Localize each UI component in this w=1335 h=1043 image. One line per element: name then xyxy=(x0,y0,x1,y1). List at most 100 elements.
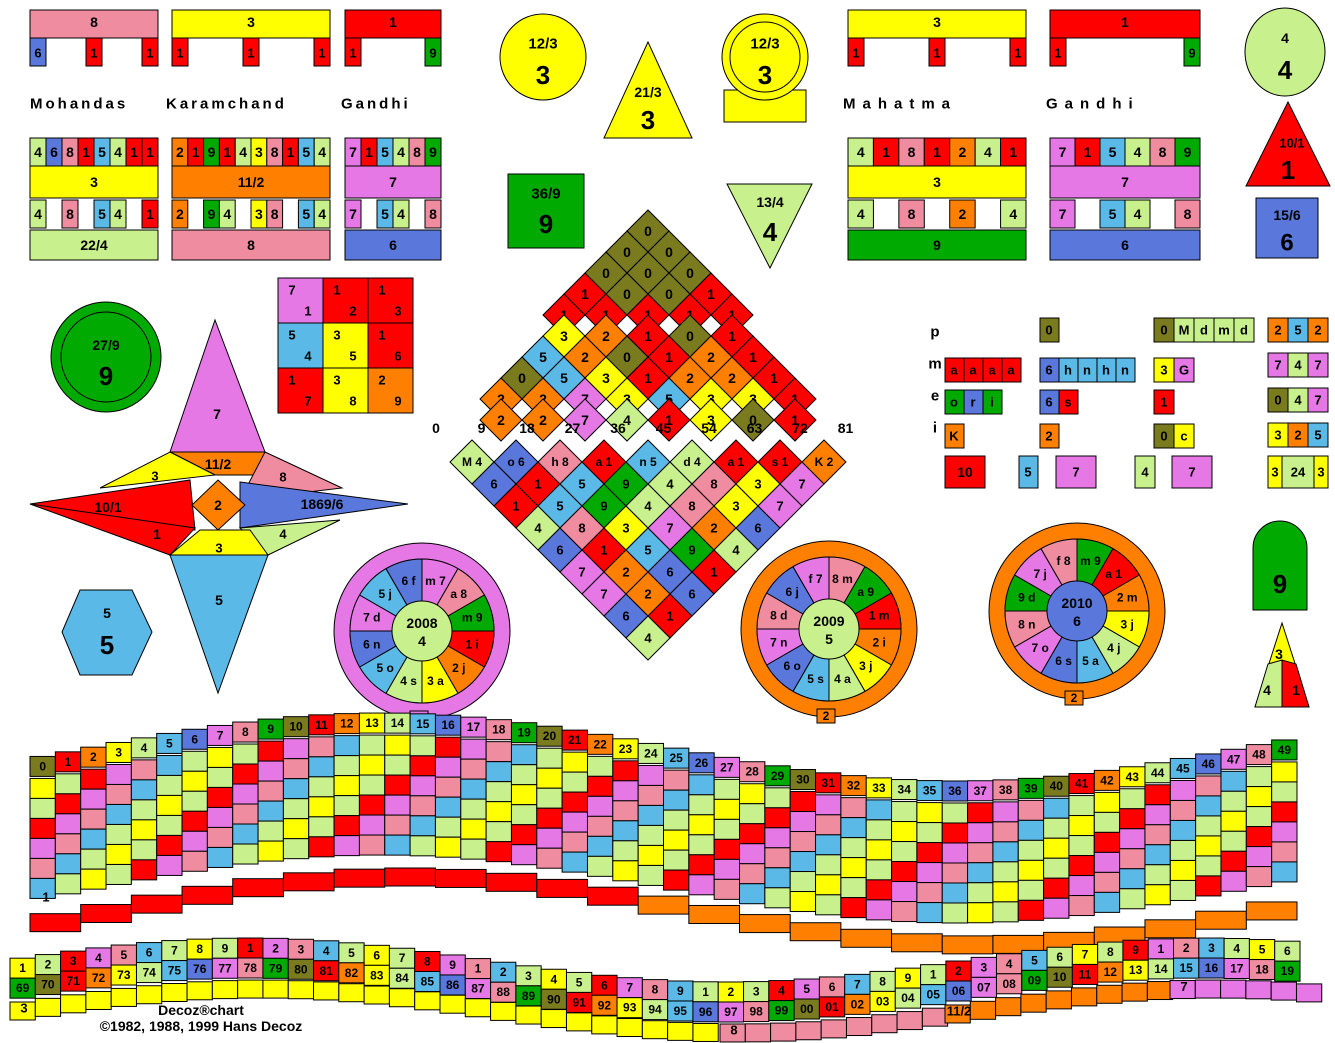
star-bottom xyxy=(170,555,268,693)
wave2-year-label: 18 xyxy=(1255,963,1269,977)
wave1-body-cell xyxy=(740,804,765,824)
pyramid-label: 1 xyxy=(707,286,715,302)
grid-bottom: 9 xyxy=(394,394,401,409)
wave1-body-cell xyxy=(638,805,663,825)
wave1-body-cell xyxy=(562,832,587,852)
wave2-base xyxy=(491,1002,516,1020)
diamond-label: 7 xyxy=(776,499,783,514)
wave1-header-label: 37 xyxy=(974,784,988,798)
plane-label: i xyxy=(933,420,937,437)
wave2-year-label: 80 xyxy=(294,962,308,976)
name-0-leg-label: 1 xyxy=(146,46,153,61)
wave2-base xyxy=(970,1001,995,1019)
wave2-top-label: 3 xyxy=(980,960,987,974)
wave2-top-label: 9 xyxy=(677,984,684,998)
wheel-segment-label: 2 j xyxy=(452,661,465,675)
wave2-year-label: 01 xyxy=(825,1000,839,1014)
wave2-top-label: 2 xyxy=(955,964,962,978)
wave2-base xyxy=(796,1022,821,1040)
wave1-body-cell xyxy=(511,845,536,865)
wave1-body-cell xyxy=(866,820,891,840)
wheel-segment-label: 5 s xyxy=(807,672,824,686)
wheel-segment-label: 4 j xyxy=(1107,641,1120,655)
wave1-body-cell xyxy=(765,828,790,848)
wave1-body-cell xyxy=(1272,842,1297,862)
plane-col3-label: m xyxy=(1218,323,1230,338)
wave1-body-cell xyxy=(1221,831,1246,851)
wheel-sum: 6 xyxy=(1073,613,1081,629)
star-upper-left-label: 3 xyxy=(151,469,158,484)
name-0-leg-label: 1 xyxy=(90,46,97,61)
plane-col3-label: 3 xyxy=(1160,363,1167,378)
wave1-body-cell xyxy=(841,878,866,898)
wave1-header-label: 2 xyxy=(90,750,97,764)
grid-cell xyxy=(368,323,413,368)
wave1-body-cell xyxy=(613,761,638,781)
wave2-top-label: 4 xyxy=(1233,941,1240,955)
wave1-body-cell xyxy=(1272,862,1297,882)
wheel-segment-label: f 7 xyxy=(809,572,823,586)
wave1-body-cell xyxy=(81,829,106,849)
wave1-body-cell xyxy=(816,815,841,835)
name-4-cons-label: 4 xyxy=(1134,206,1142,222)
plane-col4-label: 5 xyxy=(1314,428,1321,443)
wave2-base xyxy=(415,992,440,1010)
wheel-segment-label: 3 j xyxy=(859,659,872,673)
wave1-header-label: 38 xyxy=(999,783,1013,797)
wave1-header-label: 32 xyxy=(847,779,861,793)
name-2-digit-label: 5 xyxy=(381,144,389,160)
wave1-base xyxy=(283,873,334,891)
grid-cell xyxy=(278,368,323,413)
pyramid-label: 1 xyxy=(770,370,778,386)
wave1-body-cell xyxy=(638,785,663,805)
wheel-segment-label: 1 m xyxy=(869,609,890,623)
name-1-cons-label: 8 xyxy=(271,206,279,222)
wave1-body-cell xyxy=(30,858,55,878)
wave1-body-cell xyxy=(917,863,942,883)
name-1-digit-label: 5 xyxy=(302,144,310,160)
wave1-header-label: 41 xyxy=(1075,777,1089,791)
wheel-segment-label: 4 s xyxy=(400,674,417,688)
wave1-body-cell xyxy=(740,844,765,864)
wave1-body-cell xyxy=(435,757,460,777)
name-4-cons-label: 5 xyxy=(1109,206,1117,222)
wave1-body-cell xyxy=(309,737,334,757)
grid-top: 3 xyxy=(333,328,340,343)
wave1-body-cell xyxy=(1170,800,1195,820)
name-3-digit-label: 1 xyxy=(933,144,941,160)
wheel-segment-label: 6 o xyxy=(784,659,801,673)
name-3-leg-label: 1 xyxy=(1014,46,1021,61)
wave1-body-cell xyxy=(182,811,207,831)
diamond-label: 7 xyxy=(798,477,805,492)
name-1-digit-label: 3 xyxy=(255,144,263,160)
wave1-body-cell xyxy=(359,815,384,835)
wave1-body-cell xyxy=(157,775,182,795)
name-3-cons-label: 4 xyxy=(1009,206,1017,222)
name-1-word: Karamchand xyxy=(166,96,287,113)
wave2-top-label: 4 xyxy=(323,944,330,958)
plane-e-label: i xyxy=(990,395,994,410)
wave1-body-cell xyxy=(55,794,80,814)
wave2-year-label: 05 xyxy=(927,988,941,1002)
axis-tick: 0 xyxy=(432,420,440,436)
wave1-base xyxy=(486,873,537,891)
name-4-digit-label: 5 xyxy=(1109,144,1117,160)
wave2-base xyxy=(339,984,364,1002)
name-0-word: Mohandas xyxy=(30,96,128,113)
plane-col2-label: h xyxy=(1102,363,1110,378)
name-4-top-label: 1 xyxy=(1121,14,1129,30)
name-4-sum-label: 6 xyxy=(1121,237,1129,253)
wave1-body-cell xyxy=(765,848,790,868)
wave1-base xyxy=(182,886,233,904)
wave1-body-cell xyxy=(942,843,967,863)
name-2-digit-label: 1 xyxy=(365,144,373,160)
plane-col2-label: 6 xyxy=(1045,395,1052,410)
name-0-digit-label: 1 xyxy=(146,144,154,160)
name-1-digit-label: 4 xyxy=(318,144,326,160)
wave2-year-label: 86 xyxy=(446,978,460,992)
wave2-top-label: 1 xyxy=(19,961,26,975)
wave1-header-label: 13 xyxy=(365,716,379,730)
name-0-top-label: 8 xyxy=(90,14,98,30)
wave1-body-cell xyxy=(1069,876,1094,896)
wave2-year-label: 13 xyxy=(1129,963,1143,977)
